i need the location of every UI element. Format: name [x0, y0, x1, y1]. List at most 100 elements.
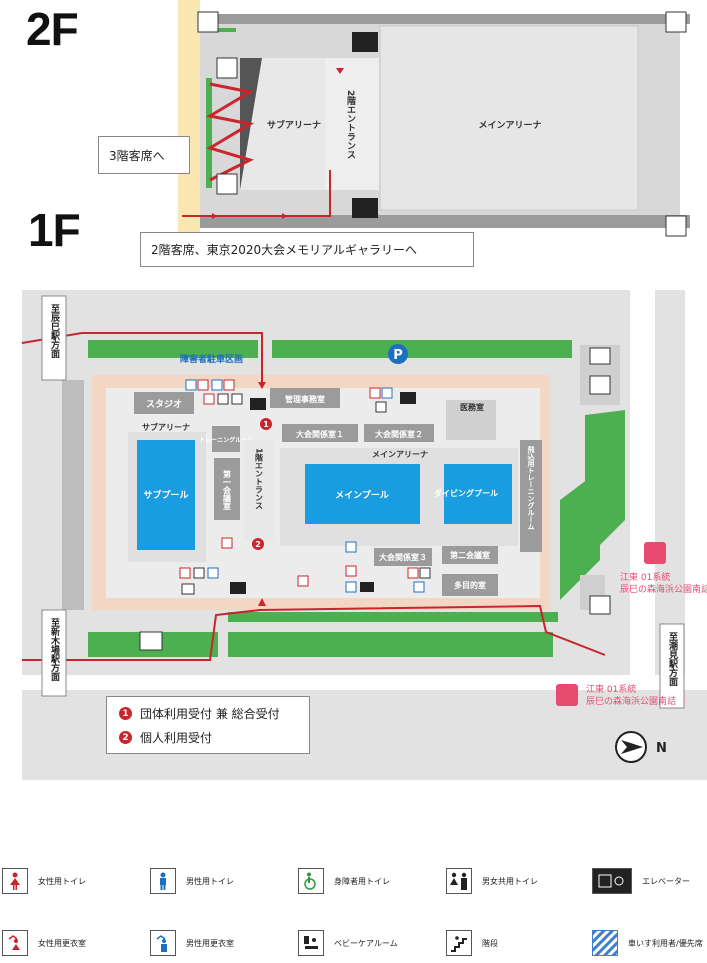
meeting-room-3 [374, 548, 432, 566]
reception-item-2-label: 個人利用受付 [140, 731, 213, 745]
legend-label: 女性用トイレ [38, 876, 86, 886]
callout-2f-seats: 2階客席、東京2020大会メモリアルギャラリーへ [140, 232, 474, 267]
1f-east-road [655, 290, 685, 675]
meeting-room-first [214, 458, 240, 520]
female-toilet-icon [221, 537, 233, 549]
legend-item: 車いす利用者/優先席 [592, 930, 703, 956]
legend-label: 車いす利用者/優先席 [628, 938, 703, 948]
green-area [228, 612, 558, 622]
1f-sidewalk [22, 675, 707, 690]
route-arrow [258, 598, 266, 606]
green-area [560, 470, 600, 600]
legend-item: エレベーター [592, 868, 690, 894]
reception-item-2: 2 個人利用受付 [119, 729, 212, 746]
dryland-training-room [520, 440, 542, 552]
female-toilet-icon [179, 567, 191, 579]
legend-item: 女性用トイレ [2, 868, 86, 894]
2f-main-arena-label: メインアリーナ [478, 120, 541, 131]
2f-green-strip [206, 28, 236, 32]
male-changing-room-icon [211, 379, 223, 391]
accessible-toilet-icon [419, 567, 431, 579]
main-arena-label: メインアリーナ [372, 450, 428, 459]
callout-3f-seats: 3階客席へ [98, 136, 190, 174]
bus-stop-upper-line2: 辰巳の森海浜公園南詰 [620, 583, 707, 595]
female-toilet-icon [369, 387, 381, 399]
unisex-toilet-icon [231, 393, 243, 405]
reception-number: 2 [119, 731, 132, 744]
2f-green-strip-left [206, 78, 212, 188]
bicycle-parking-icon [139, 631, 163, 651]
legend-item: 階段 [446, 930, 498, 956]
2f-stairs-icon [665, 11, 687, 33]
bus-stop-icon [556, 684, 578, 706]
male-toilet-icon [345, 541, 357, 553]
direction-box-shiomi [659, 623, 685, 709]
reception-number: 1 [119, 707, 132, 720]
2f-entrance-label: 2階エントランス [345, 90, 356, 159]
accessible-toilet-icon [375, 401, 387, 413]
motorcycle-parking-icon [589, 347, 611, 365]
2f-elevator-icon [352, 198, 378, 218]
direction-box-shinkiba [41, 609, 67, 697]
2f-route-line [182, 170, 331, 217]
green-area [272, 340, 572, 358]
stairs-icon [446, 930, 472, 956]
north-arrow-icon [621, 740, 643, 754]
bus-stop-lower-line2: 辰巳の森海浜公園南詰 [586, 695, 676, 707]
sub-arena-label: サブアリーナ [142, 422, 190, 432]
2f-stairs-icon [216, 173, 238, 195]
legend-item: ベビーケアルーム [298, 930, 398, 956]
green-area [88, 340, 258, 358]
training-room-small-label: トレーニングルーム [199, 436, 253, 444]
2f-stairs-icon [197, 11, 219, 33]
meeting-room-3-label: 大会関係室３ [379, 552, 427, 562]
bus-stop-upper-line1: 江東 01系統 [620, 571, 670, 583]
male-toilet-icon [413, 581, 425, 593]
2f-stairs-icon [216, 57, 238, 79]
2f-yellow-walkway [178, 0, 200, 232]
legend-item: 男女共用トイレ [446, 868, 538, 894]
bus-stop-lower-line1: 江東 01系統 [586, 683, 636, 695]
accessible-toilet-icon [217, 393, 229, 405]
stairs-icon [589, 375, 611, 395]
2f-stairs-icon [665, 215, 687, 237]
reception-item-1: 1 団体利用受付 兼 総合受付 [119, 705, 280, 722]
diving-pool [444, 464, 512, 524]
reception-marker-1-label: 1 [263, 420, 269, 429]
route-arrow [258, 382, 266, 389]
main-pool-label: メインプール [335, 489, 389, 501]
direction-box-tatsumi [41, 295, 67, 381]
female-toilet-icon [203, 393, 215, 405]
male-toilet-icon [381, 387, 393, 399]
meeting-room-second [442, 546, 498, 564]
female-toilet-icon [2, 868, 28, 894]
2f-route-arrow [282, 213, 287, 219]
parking-icon [388, 344, 408, 364]
training-room-small [212, 426, 240, 452]
2f-route-arrow [212, 213, 217, 219]
legend-label: 階段 [482, 938, 498, 948]
accessible-toilet-icon [298, 868, 324, 894]
floor-label-1f: 1F [28, 204, 81, 256]
dryland-training-label: 飛込用トレーニングルーム [527, 446, 536, 530]
legend-item: 女性用更衣室 [2, 930, 86, 956]
route-from-shinkiba-shiomi [22, 604, 606, 661]
floor-2f: サブアリーナ 2階エントランス メインアリーナ [178, 0, 690, 237]
baby-care-icon [181, 583, 195, 595]
legend-item: 男性用更衣室 [150, 930, 234, 956]
floor-1f: P 障害者駐車区画 サブアリーナ サブプール スタジオ 管理事務室 大会関係室１… [21, 290, 707, 780]
female-toilet-icon [407, 567, 419, 579]
north-label: N [656, 741, 667, 756]
sub-pool-label: サブプール [143, 489, 188, 501]
male-toilet-icon [185, 379, 197, 391]
bus-stop-icon [644, 542, 666, 564]
male-toilet-icon [345, 581, 357, 593]
male-toilet-icon [150, 868, 176, 894]
map-legend: 女性用トイレ 男性用トイレ 身障者用トイレ 男女共用トイレ エレベーター 女性用… [0, 860, 707, 963]
unisex-toilet-icon [446, 868, 472, 894]
2f-stair-route [205, 82, 255, 182]
reception-item-1-label: 団体利用受付 兼 総合受付 [140, 707, 280, 721]
meeting-room-2 [364, 424, 434, 442]
legend-item: 身障者用トイレ [298, 868, 390, 894]
